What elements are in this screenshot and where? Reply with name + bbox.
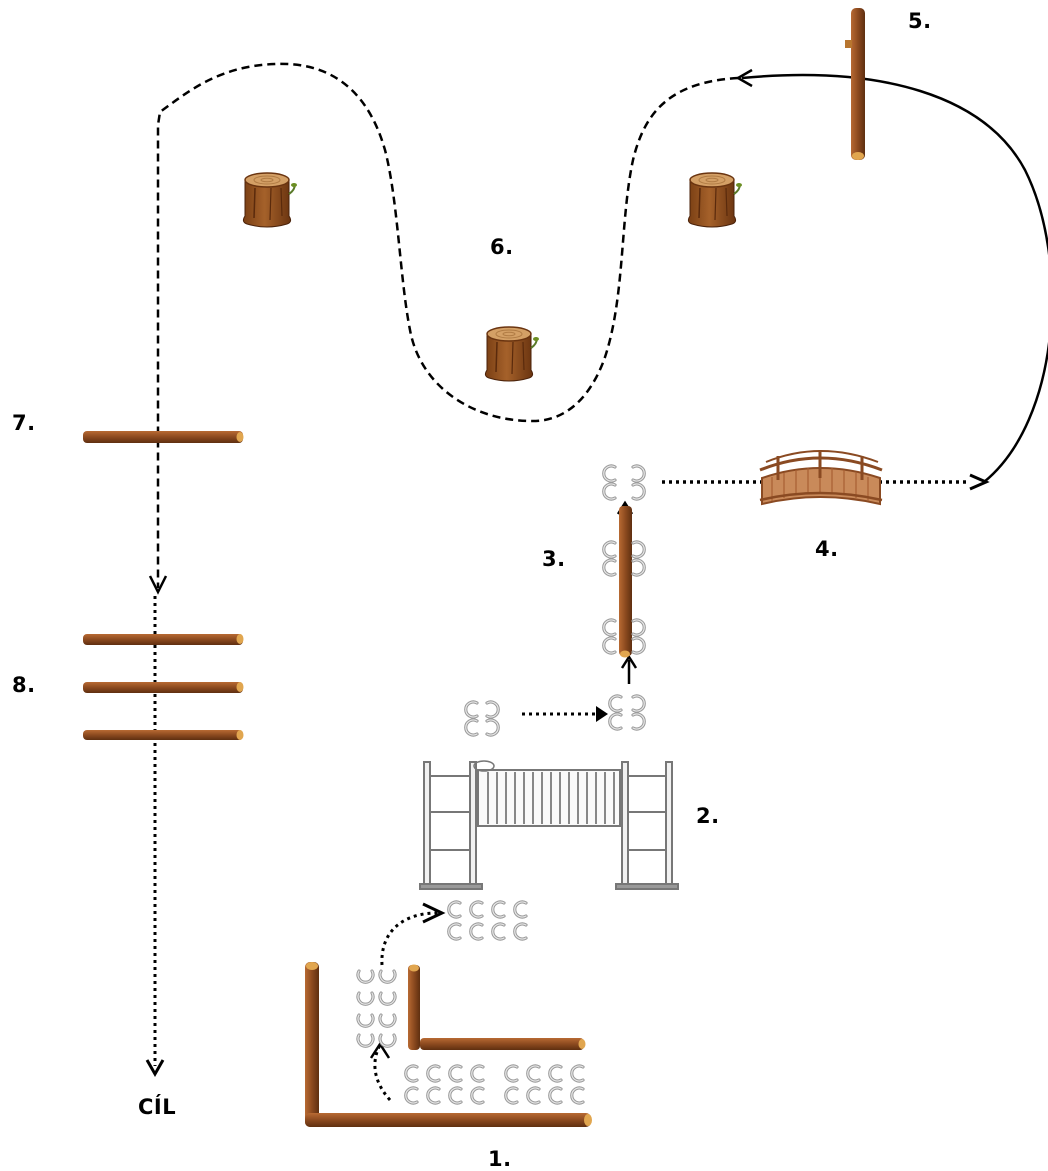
station-1-l-corridor bbox=[305, 900, 592, 1127]
label-finish: CÍL bbox=[138, 1094, 176, 1119]
label-station-7: 7. bbox=[12, 411, 36, 435]
log-end bbox=[236, 682, 244, 692]
log-end bbox=[584, 1114, 592, 1126]
arrowhead-finish bbox=[145, 1059, 165, 1078]
hoofprint-icon bbox=[447, 900, 528, 941]
station-labels: 1. 2. 3. 4. 5. 6. 7. 8. CÍL bbox=[12, 9, 932, 1171]
log-end bbox=[306, 962, 318, 970]
arrowhead-2 bbox=[422, 902, 446, 924]
wooden-log-icon bbox=[83, 634, 243, 645]
label-station-8: 8. bbox=[12, 673, 36, 697]
hoofprint-icon bbox=[404, 1064, 585, 1105]
tree-stump-icon bbox=[687, 172, 743, 228]
route-1-to-2 bbox=[380, 911, 441, 966]
hoofprint-icon bbox=[608, 694, 646, 731]
gate-icon bbox=[473, 760, 621, 827]
log-end bbox=[236, 432, 244, 442]
tree-stump-icon bbox=[484, 326, 540, 382]
wooden-log-icon bbox=[420, 1038, 584, 1050]
hoofprint-icon bbox=[602, 464, 646, 501]
hoofprint-icon bbox=[464, 700, 500, 737]
log-end bbox=[236, 730, 244, 740]
label-station-6: 6. bbox=[490, 235, 514, 259]
wooden-log-icon bbox=[305, 1113, 591, 1127]
wooden-log-icon bbox=[83, 431, 243, 443]
log-end bbox=[852, 152, 864, 160]
label-station-5: 5. bbox=[908, 9, 932, 33]
log-end bbox=[620, 650, 630, 658]
label-station-4: 4. bbox=[815, 537, 839, 561]
station-5-log bbox=[845, 8, 865, 160]
arrowhead-1 bbox=[369, 1041, 391, 1059]
wooden-log-icon bbox=[619, 506, 632, 656]
arrowhead-7 bbox=[148, 575, 168, 595]
route-4-to-5 bbox=[741, 73, 1048, 483]
station-7-log bbox=[83, 431, 244, 443]
label-station-3: 3. bbox=[542, 547, 566, 571]
gate-post-left bbox=[419, 761, 483, 890]
station-2-gate[interactable] bbox=[419, 760, 679, 890]
wooden-log-icon bbox=[851, 8, 865, 160]
log-end bbox=[409, 964, 419, 972]
wooden-log-icon bbox=[83, 730, 243, 740]
station-8-logs bbox=[83, 634, 244, 740]
log-end bbox=[236, 634, 244, 644]
wooden-log-icon bbox=[83, 682, 243, 693]
station-3-log-walk bbox=[464, 464, 646, 737]
hoofprint-icon bbox=[356, 969, 397, 1048]
arrowhead-4 bbox=[969, 473, 990, 491]
wooden-log-icon bbox=[305, 962, 319, 1127]
arrowhead-3 bbox=[596, 706, 608, 722]
route-1-curve bbox=[373, 1044, 392, 1102]
label-station-2: 2. bbox=[696, 804, 720, 828]
label-station-1: 1. bbox=[488, 1147, 512, 1171]
gate-post-right bbox=[615, 761, 679, 890]
tree-stump-icon bbox=[242, 172, 298, 228]
wooden-log-icon bbox=[408, 965, 420, 1050]
bridge-icon[interactable] bbox=[759, 450, 883, 506]
station-6-slalom bbox=[242, 172, 743, 382]
route-slalom bbox=[156, 62, 739, 588]
log-end bbox=[578, 1039, 586, 1049]
arrowhead-3a bbox=[620, 654, 638, 669]
